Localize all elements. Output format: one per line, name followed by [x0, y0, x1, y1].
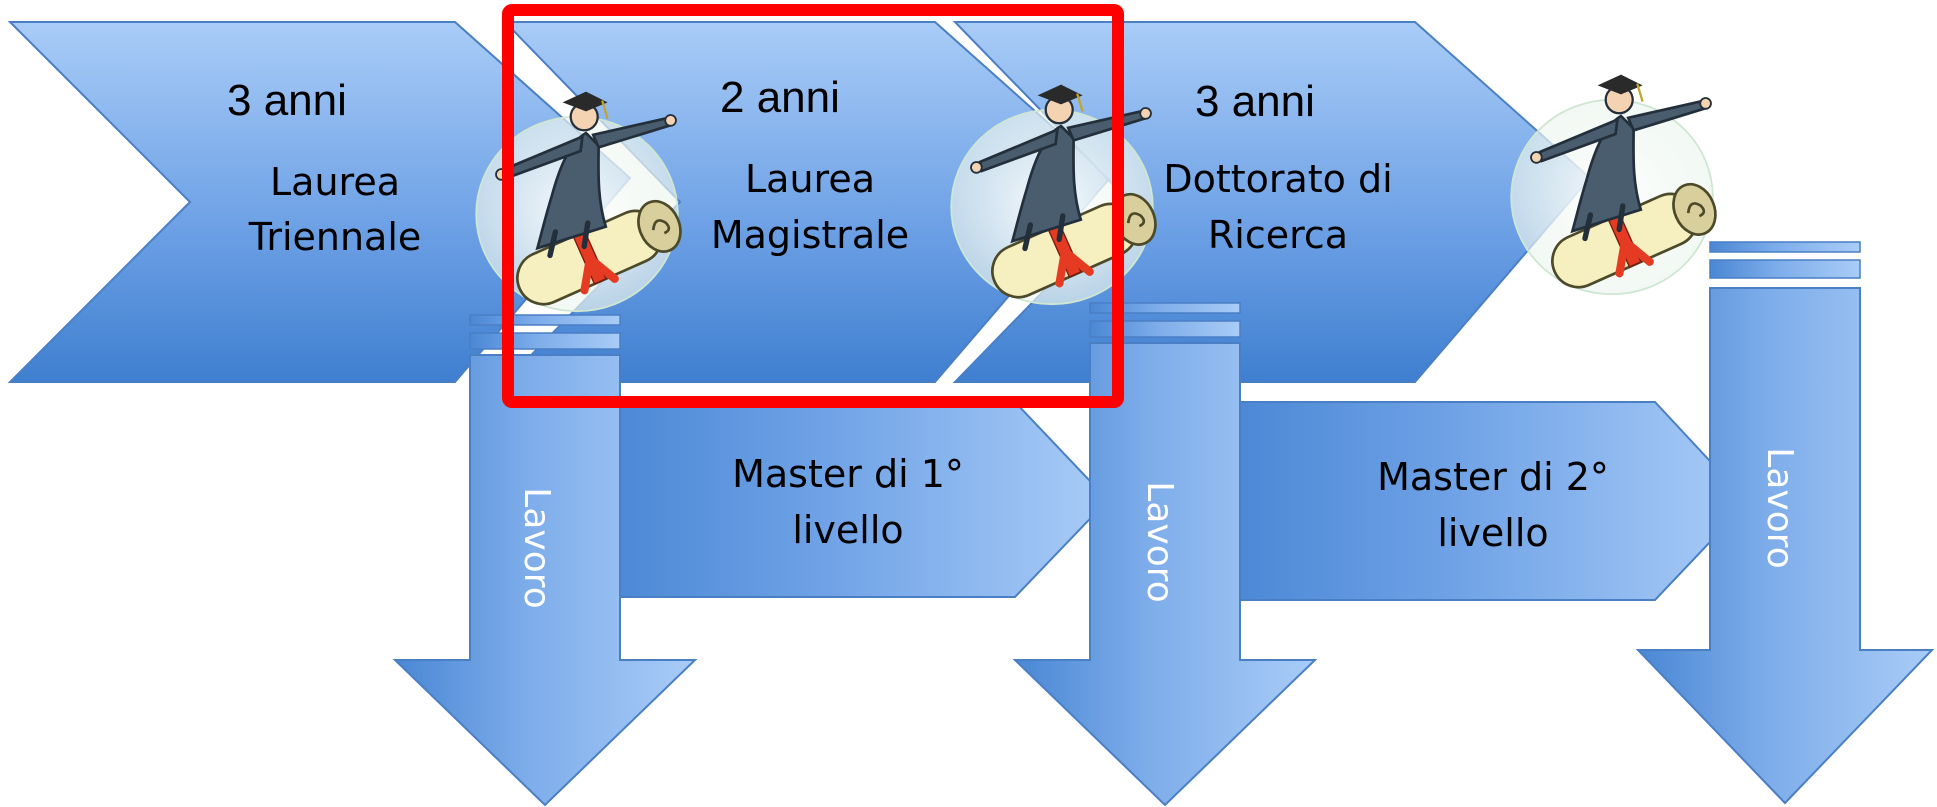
stage-2-line1: Laurea [745, 157, 875, 201]
stage-1-line2: Triennale [248, 215, 422, 259]
master-2-line1: Master di 2° [1377, 455, 1609, 499]
stage-1-line1: Laurea [270, 160, 400, 204]
stage-2-years: 2 anni [720, 73, 840, 122]
highlight-box-magistrale [502, 4, 1124, 408]
stage-arrow-magistrale [502, 21, 1112, 383]
work-arrow-2 [1012, 302, 1318, 807]
work-label-1: Lavoro [516, 487, 557, 608]
master-2-line2: livello [1437, 511, 1548, 555]
work-label-3: Lavoro [1759, 447, 1800, 568]
work-arrow-3 [1635, 241, 1935, 805]
stage-3-line1: Dottorato di [1163, 157, 1392, 201]
master-2-arrow [1158, 401, 1750, 601]
stage-3-line2: Ricerca [1208, 213, 1348, 257]
master-1-arrow [538, 401, 1110, 598]
stage-2-line2: Magistrale [711, 213, 909, 257]
graduate-surfing-diploma-icon [1511, 75, 1724, 299]
master-1-line1: Master di 1° [732, 452, 964, 496]
stage-arrow-triennale [7, 21, 632, 383]
stage-3-years: 3 anni [1195, 77, 1315, 126]
stage-1-years: 3 anni [227, 76, 347, 125]
master-1-line2: livello [792, 508, 903, 552]
work-label-2: Lavoro [1139, 481, 1180, 602]
